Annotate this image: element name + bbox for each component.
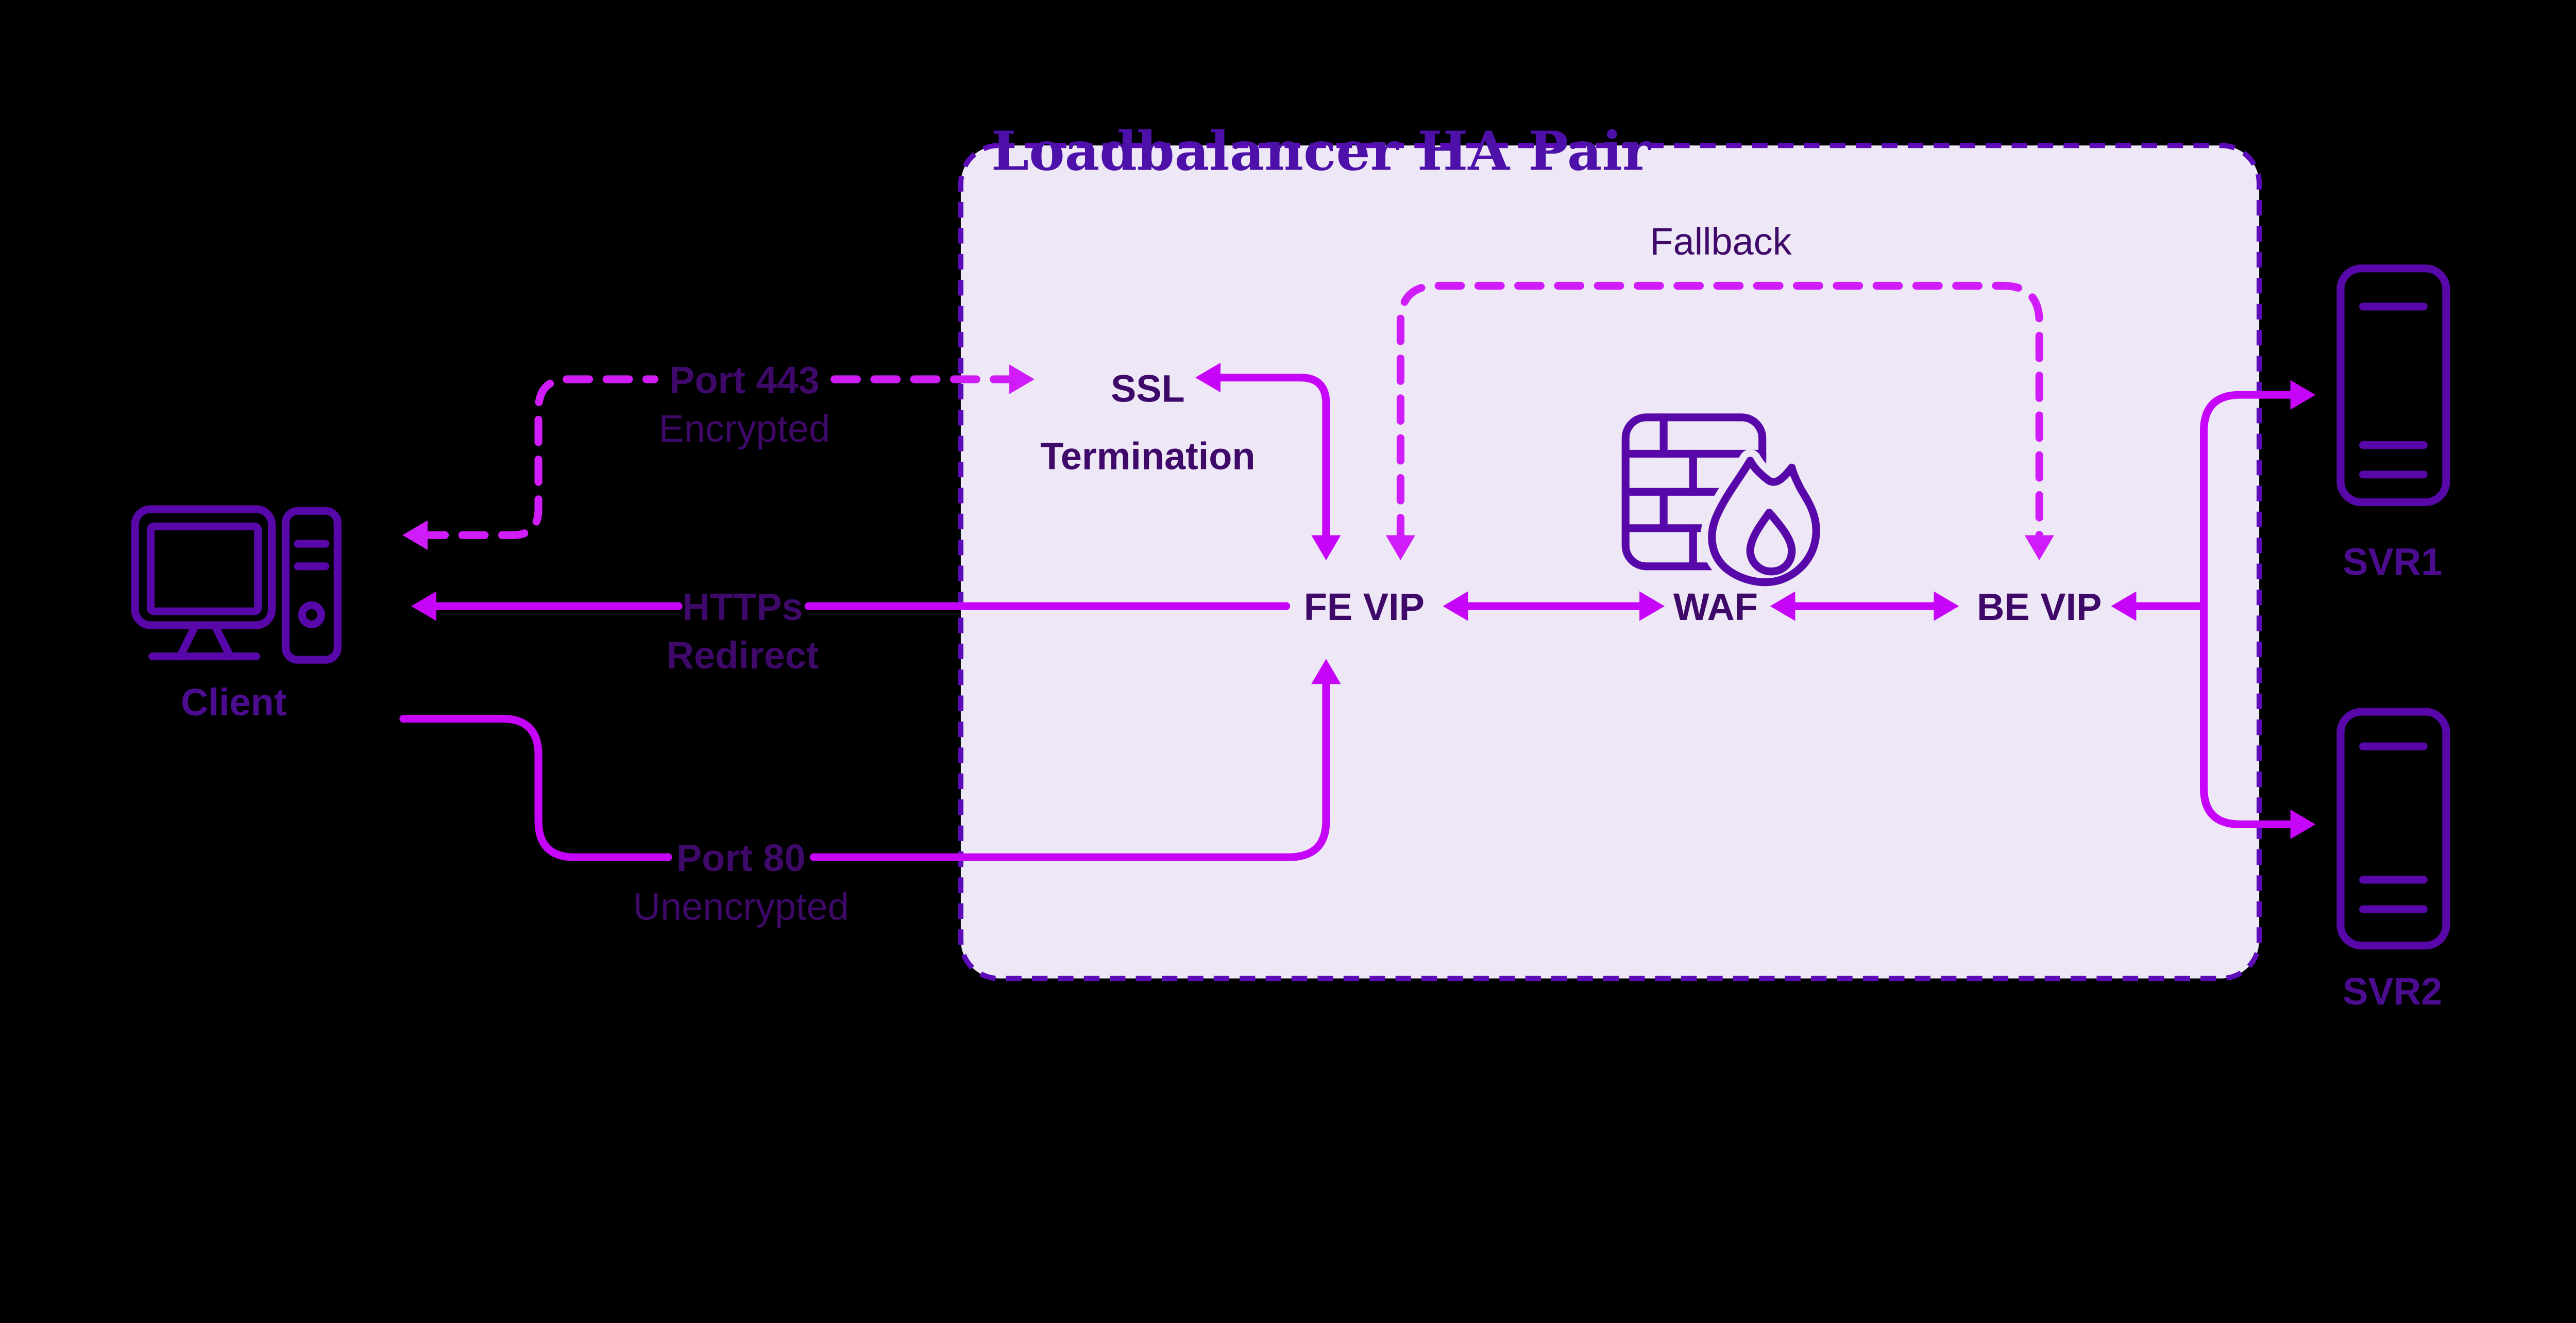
https-label: HTTPs [683,585,803,628]
server-outline [2336,708,2450,950]
encrypted-label: Encrypted [659,407,831,450]
fallback-label: Fallback [1650,220,1792,263]
server-slots-bottom [2359,876,2428,913]
redirect-label: Redirect [667,634,819,677]
trunk-to-svr1-link [2199,380,2316,610]
port-80-link-right [809,659,1341,861]
server-icon-svr2 [2336,708,2450,950]
unencrypted-label: Unencrypted [633,885,849,928]
loadbalancer-diagram: Loadbalancer HA Pair SSL Termination Fal… [131,119,2450,1013]
fallback-link [1385,281,2055,561]
client-label: Client [181,681,286,724]
desktop-computer-icon [131,505,342,664]
port-80-link-left [399,714,672,861]
monitor-screen [146,522,262,615]
trunk-to-svr2-link [2199,602,2316,840]
tower-power-button [298,601,325,628]
firewall-flame-icon [1621,413,1828,594]
ssl-termination-label-line1: SSL [1111,367,1185,410]
tower-outline [281,507,342,664]
waf-label: WAF [1673,585,1758,628]
svr1-label: SVR1 [2343,541,2442,583]
page-title: Loadbalancer HA Pair [991,119,1651,182]
firewall-mortar-joints [1659,413,1697,571]
server-outline [2336,264,2450,507]
fe-vip-label: FE VIP [1304,585,1425,628]
port-443-label: Port 443 [669,359,820,401]
diagram-stage: Loadbalancer HA Pair SSL Termination Fal… [131,119,2450,1013]
monitor-outline [131,505,276,629]
tower-vents [294,540,330,571]
ssl-to-fe-vip-link [1195,362,1341,561]
ssl-termination-label-line2: Termination [1040,435,1255,478]
svr2-label: SVR2 [2343,970,2442,1013]
flame-inner-drop [1746,509,1796,576]
loadbalancer-ha-pair-panel [958,143,2262,981]
server-icon-svr1 [2336,264,2450,507]
be-vip-label: BE VIP [1977,585,2102,628]
server-slots-bottom [2359,441,2428,479]
monitor-stand [176,621,234,661]
port-443-link-left [402,375,658,550]
port-80-label: Port 80 [676,836,806,879]
